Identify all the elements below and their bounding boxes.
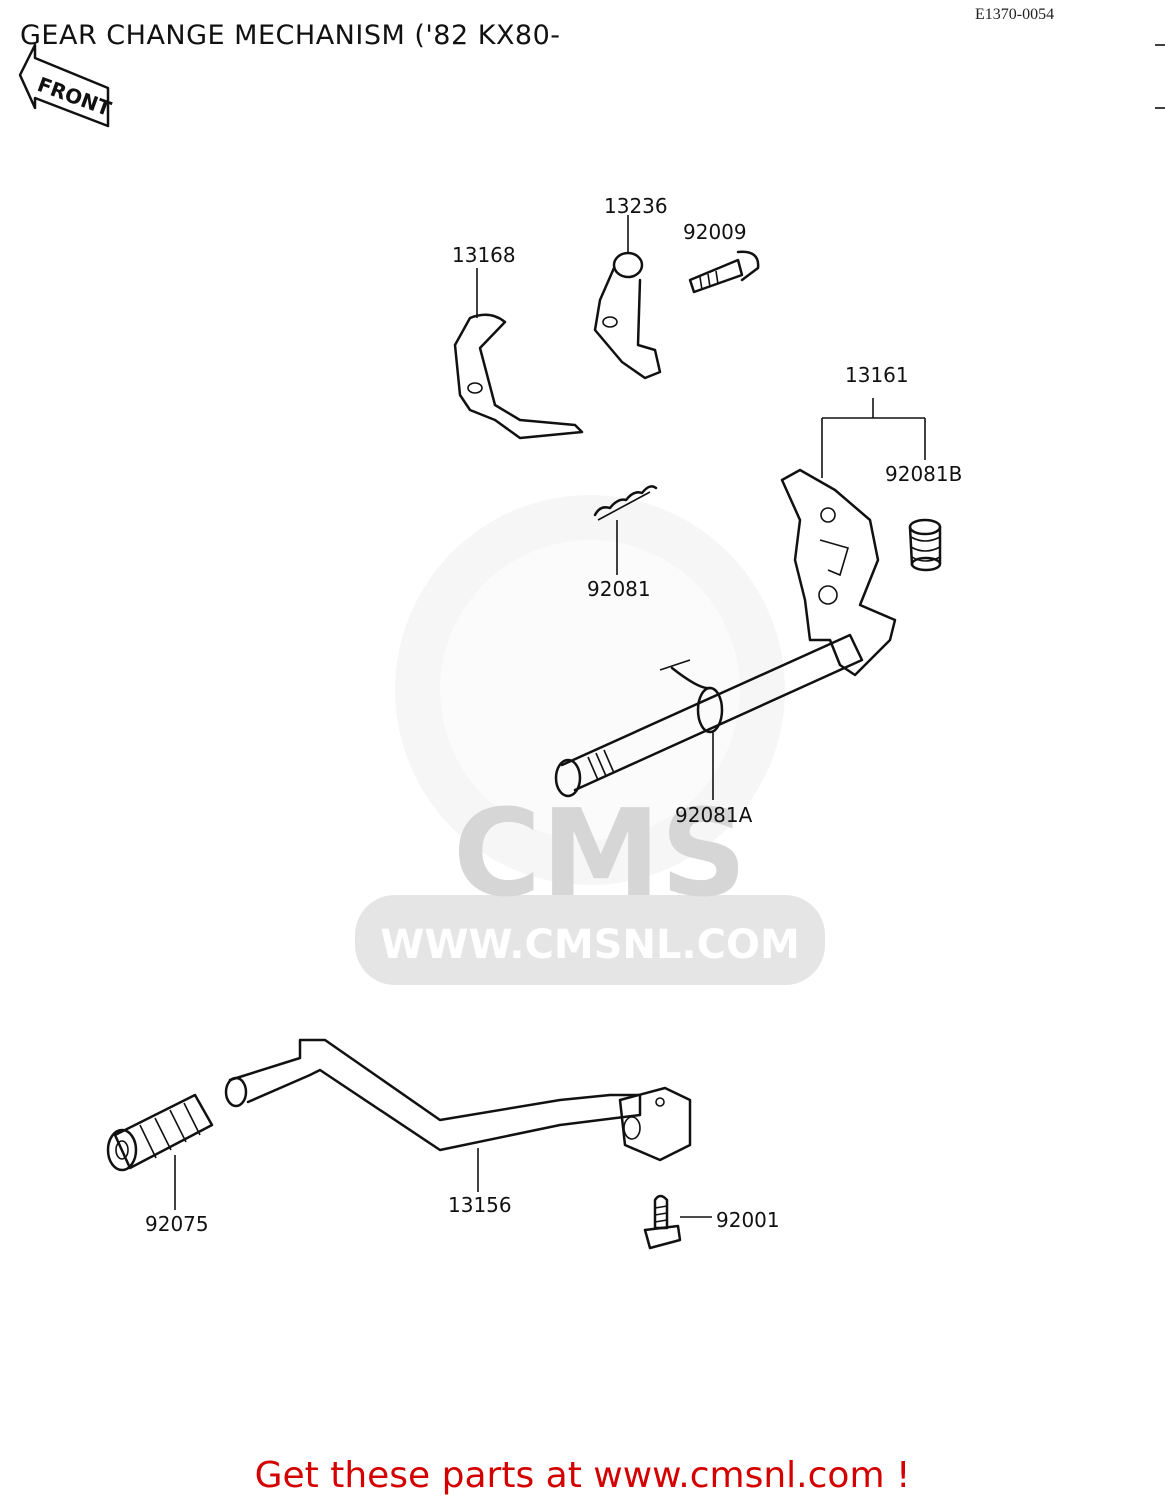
part-13161-shift-shaft (554, 398, 926, 800)
watermark-logo (355, 495, 825, 985)
part-13236-plate (593, 215, 662, 380)
part-label-92081b: 92081B (885, 462, 963, 486)
get-parts-link[interactable]: Get these parts at www.cmsnl.com ! (254, 1455, 911, 1496)
document-id: E1370-0054 (975, 6, 1055, 23)
part-label-92001: 92001 (716, 1208, 780, 1232)
part-92009-bolt (688, 250, 760, 294)
part-92001-bolt (643, 1194, 712, 1250)
front-arrow-icon (18, 43, 110, 128)
part-label-92009: 92009 (683, 220, 747, 244)
part-label-92081: 92081 (587, 577, 651, 601)
part-13168-bracket (453, 268, 584, 440)
part-92075-rubber (106, 1093, 214, 1210)
part-label-13236: 13236 (604, 194, 668, 218)
watermark-brand: CMS (453, 785, 747, 924)
part-13156-shift-pedal (224, 1038, 692, 1192)
part-label-92075: 92075 (145, 1212, 209, 1236)
part-label-92081a: 92081A (675, 803, 753, 827)
part-label-13161: 13161 (845, 363, 909, 387)
part-label-13156: 13156 (448, 1193, 512, 1217)
diagram-title: GEAR CHANGE MECHANISM ('82 KX80- (20, 20, 561, 51)
part-label-13168: 13168 (452, 243, 516, 267)
part-92081b-spring (908, 518, 942, 572)
part-92081-spring (593, 485, 658, 575)
watermark-url: WWW.CMSNL.COM (380, 922, 800, 968)
